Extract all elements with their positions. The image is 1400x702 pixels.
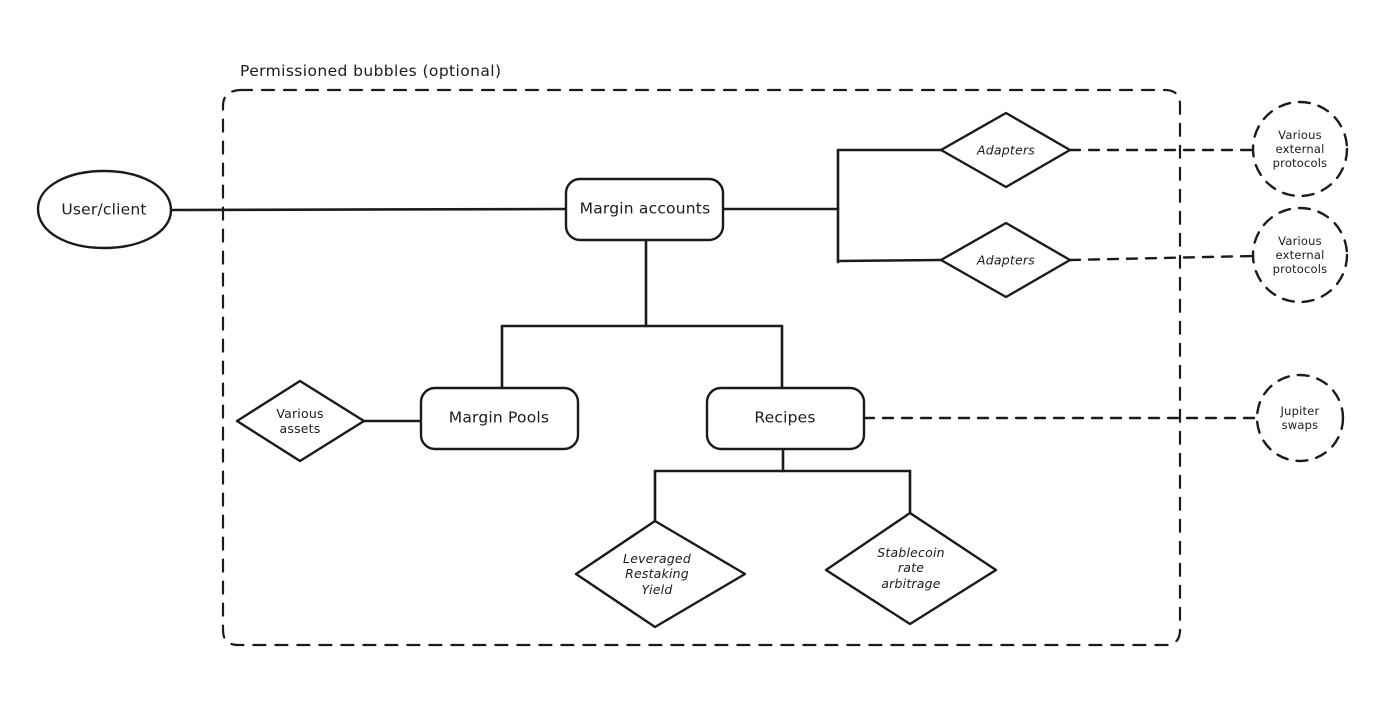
node-external-protocols-top[interactable] <box>1251 100 1349 198</box>
edge-user-to-margin-accounts <box>169 207 567 212</box>
node-jupiter-swaps[interactable] <box>1255 373 1345 463</box>
node-various-assets[interactable] <box>235 379 366 463</box>
edge-branch-to-adapter-bottom <box>836 258 943 263</box>
node-margin-pools[interactable] <box>419 386 580 451</box>
node-user-client[interactable] <box>36 169 173 250</box>
node-external-protocols-bottom[interactable] <box>1251 206 1349 304</box>
node-adapter-top[interactable] <box>939 111 1072 189</box>
node-recipes[interactable] <box>705 386 866 451</box>
permissioned-bubbles-container <box>221 88 1182 647</box>
node-margin-accounts[interactable] <box>564 177 725 242</box>
edge-adapter-bottom-to-external-protocols <box>1068 254 1255 262</box>
node-leveraged-restaking-yield[interactable] <box>574 519 747 629</box>
node-adapter-bottom[interactable] <box>939 221 1072 299</box>
node-stablecoin-rate-arbitrage[interactable] <box>824 511 998 626</box>
